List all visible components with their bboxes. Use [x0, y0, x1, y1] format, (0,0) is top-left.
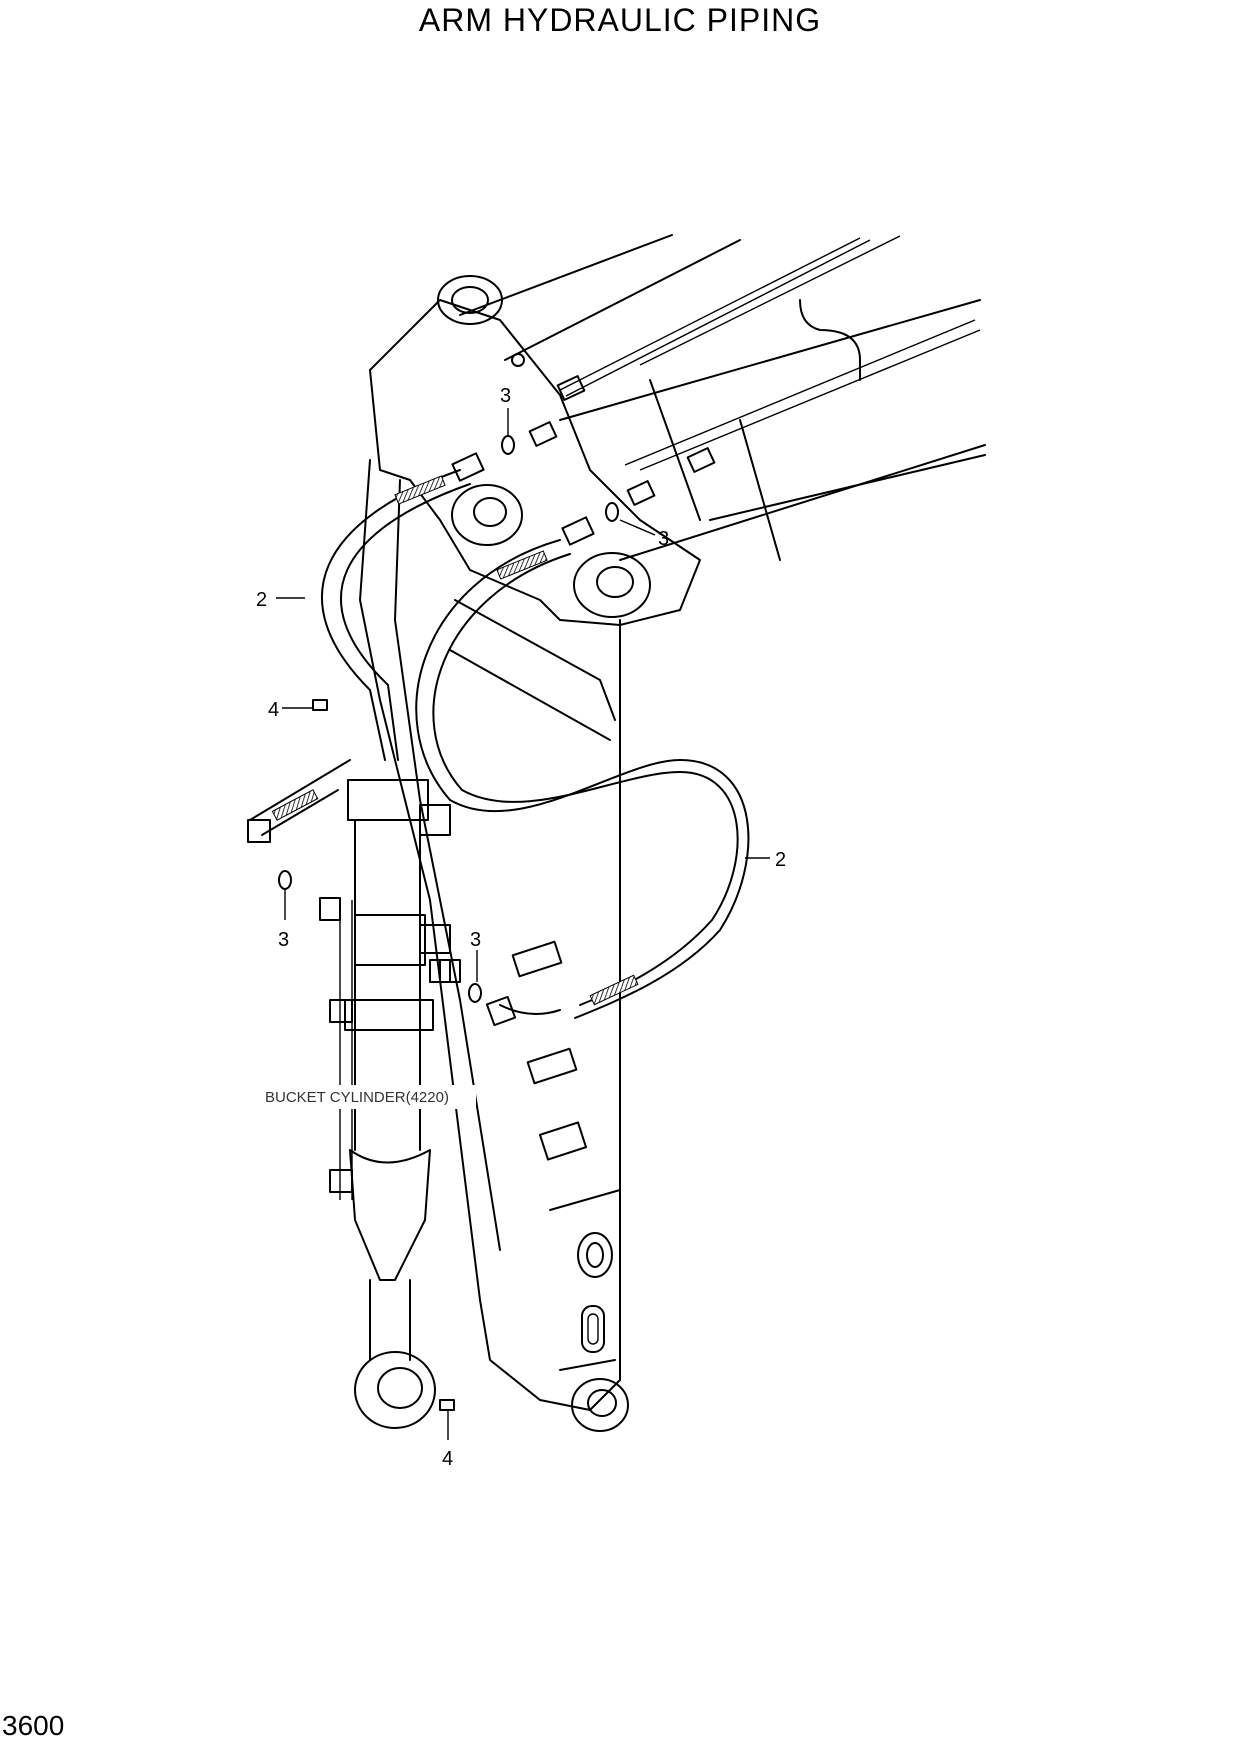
arm-body: [359, 459, 629, 1432]
arm-head: [369, 275, 701, 626]
callout-3-right: 3: [658, 528, 669, 550]
callout-3-top: 3: [500, 385, 511, 407]
hose-left: [249, 469, 471, 836]
bucket-cylinder-label: BUCKET CYLINDER(4220): [265, 1089, 449, 1106]
callout-4-top: 4: [268, 699, 279, 721]
page-number: 3600: [2, 1710, 65, 1741]
leader-lines: [276, 408, 770, 1440]
callout-3-left: 3: [278, 929, 289, 951]
callout-3-mid: 3: [470, 929, 481, 951]
boom: [459, 234, 986, 561]
fittings: [247, 421, 656, 1411]
bucket-cylinder: [329, 779, 461, 1429]
hose-right: [415, 539, 750, 1019]
callout-2-right: 2: [775, 849, 786, 871]
callout-2-left: 2: [256, 589, 267, 611]
page-title: ARM HYDRAULIC PIPING: [418, 2, 822, 38]
callout-4-bottom: 4: [442, 1448, 453, 1470]
